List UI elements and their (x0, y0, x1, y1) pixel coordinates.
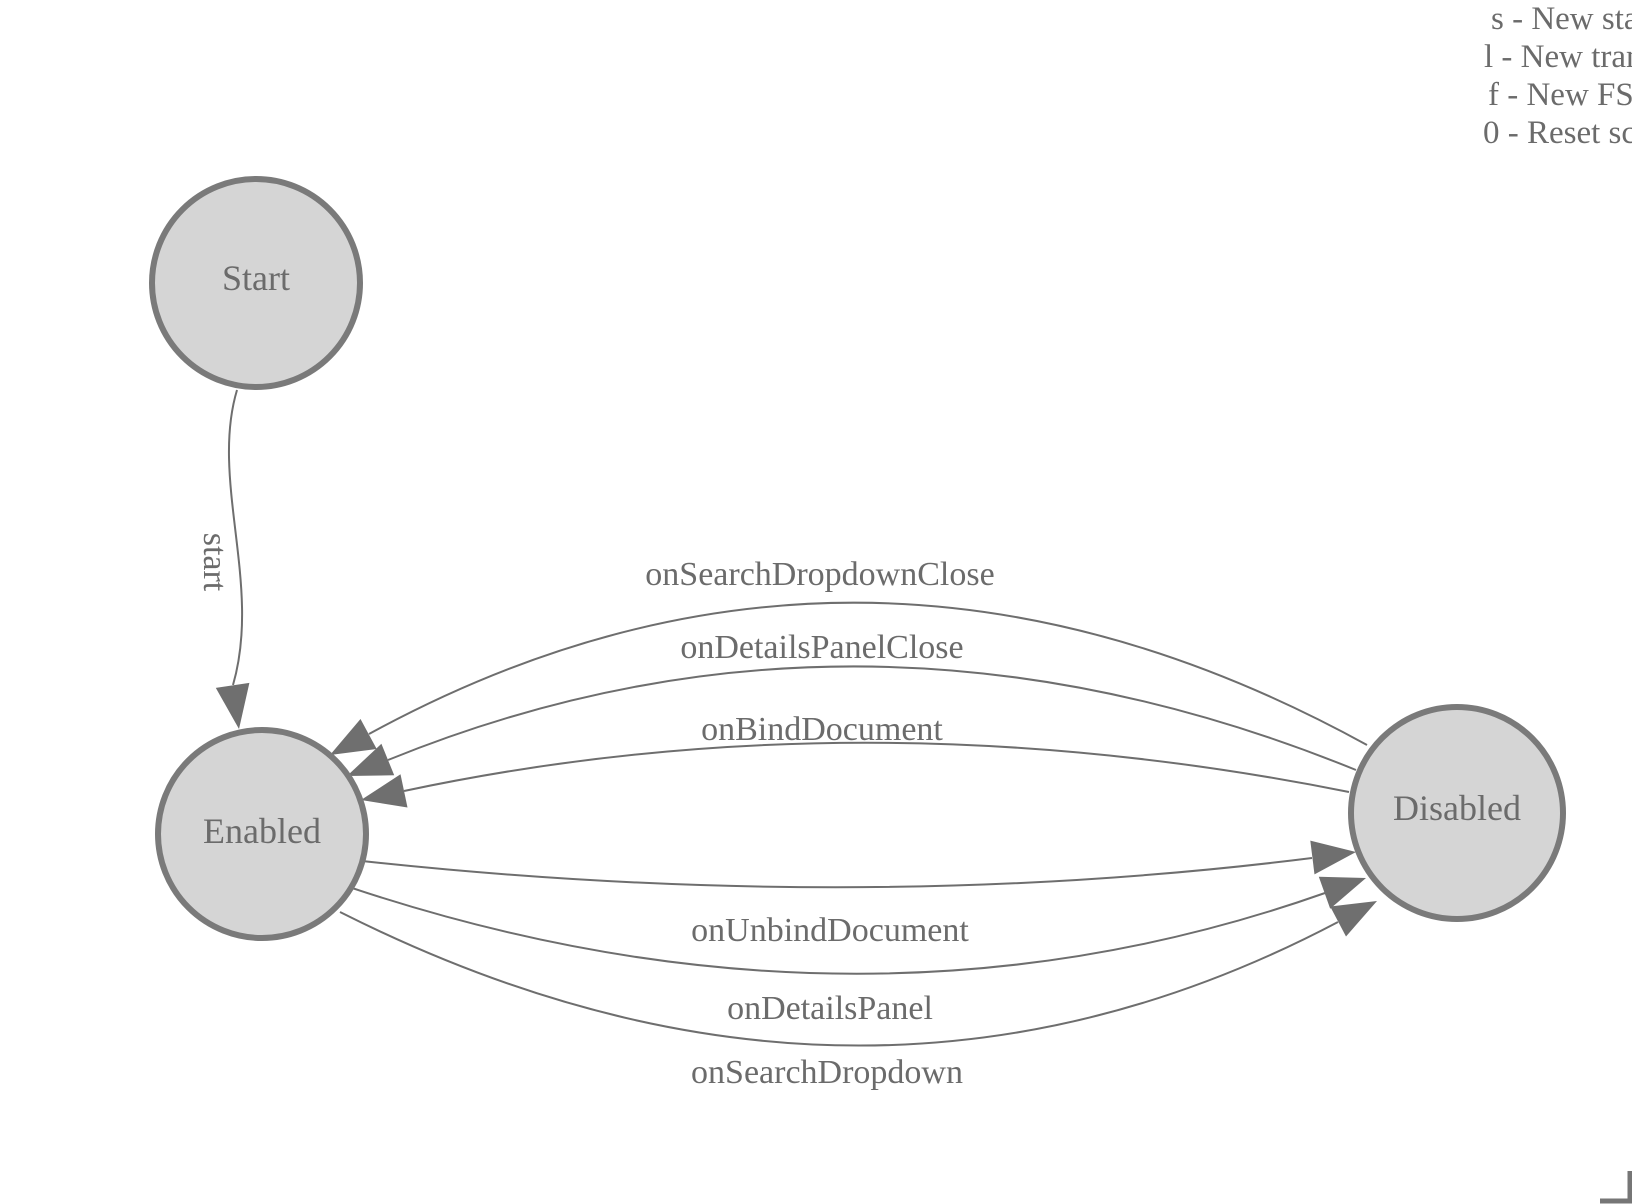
arrowhead-onDetailsPanel (1318, 876, 1366, 909)
edge-onUnbindDocument[interactable] (361, 857, 1313, 889)
edge-labels: start onSearchDropdownClose onDetailsPan… (196, 533, 995, 1091)
edge-label-onSearchDropdown[interactable]: onSearchDropdown (691, 1054, 963, 1091)
node-disabled-circle[interactable] (1348, 704, 1566, 922)
legend-line-new-state: s - New sta (1491, 1, 1632, 37)
legend: s - New sta l - New tran f - New FS 0 - … (1483, 1, 1632, 151)
arrowheads (215, 682, 1377, 937)
legend-line-reset: 0 - Reset sc (1483, 115, 1632, 151)
arrowhead-onDetailsPanelClose (347, 743, 395, 776)
arrowhead-onSearchDropdownClose (330, 719, 377, 755)
edge-onSearchDropdown[interactable] (339, 911, 1339, 1047)
edge-onDetailsPanelClose[interactable] (387, 665, 1357, 771)
edge-label-onBindDocument[interactable]: onBindDocument (701, 711, 943, 748)
arrowhead-onUnbindDocument (1310, 840, 1356, 875)
arrowhead-start (215, 682, 250, 729)
edge-label-onDetailsPanel[interactable]: onDetailsPanel (727, 990, 933, 1027)
edge-start[interactable] (227, 389, 244, 686)
arrowhead-onSearchDropdown (1330, 901, 1377, 937)
edge-label-onDetailsPanelClose[interactable]: onDetailsPanelClose (680, 629, 963, 666)
edge-label-onUnbindDocument[interactable]: onUnbindDocument (691, 912, 969, 949)
node-start[interactable]: Start (149, 176, 363, 390)
node-enabled-circle[interactable] (155, 727, 369, 941)
node-start-label: Start (222, 258, 290, 298)
node-disabled-label: Disabled (1393, 788, 1521, 828)
edge-onSearchDropdownClose[interactable] (368, 601, 1368, 746)
edge-label-start[interactable]: start (196, 533, 233, 592)
node-enabled[interactable]: Enabled (155, 727, 369, 941)
edges (227, 389, 1368, 1047)
arrowhead-onBindDocument (361, 774, 408, 808)
legend-line-new-transition: l - New tran (1484, 39, 1632, 75)
node-start-circle[interactable] (149, 176, 363, 390)
node-enabled-label: Enabled (203, 811, 321, 851)
canvas-corner (1600, 1171, 1632, 1204)
edge-onBindDocument[interactable] (403, 741, 1350, 793)
edge-label-onSearchDropdownClose[interactable]: onSearchDropdownClose (645, 556, 994, 593)
node-disabled[interactable]: Disabled (1348, 704, 1566, 922)
legend-line-new-fsm: f - New FS (1488, 77, 1632, 113)
edge-onDetailsPanel[interactable] (351, 887, 1326, 975)
